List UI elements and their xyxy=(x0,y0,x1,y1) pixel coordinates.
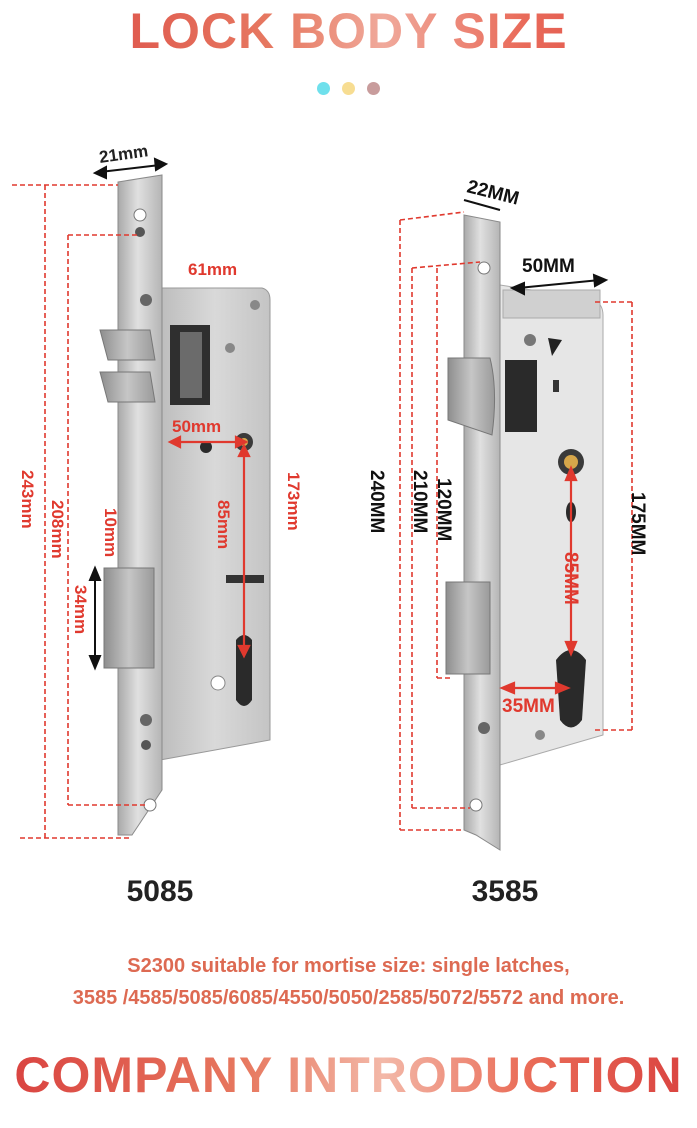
dot-mauve xyxy=(367,82,380,95)
label-173mm: 173mm xyxy=(284,472,303,531)
decorative-dots xyxy=(0,82,697,95)
label-85mm-right: 85MM xyxy=(560,552,581,605)
section-title-company: COMPANY INTRODUCTION xyxy=(0,1050,697,1100)
left-screw-icon xyxy=(135,227,145,237)
label-50mm-right: 50MM xyxy=(522,256,575,277)
right-cylinder-hole xyxy=(556,650,586,728)
right-mechanism-window xyxy=(505,360,537,432)
label-85mm-left: 85mm xyxy=(214,500,233,549)
left-latch xyxy=(99,329,156,403)
model-5085: 5085 xyxy=(126,875,194,908)
label-22mm: 22MM xyxy=(465,176,521,209)
label-21mm: 21mm xyxy=(98,141,149,167)
right-latch xyxy=(447,357,496,436)
label-175mm: 175MM xyxy=(627,492,648,555)
label-243mm: 243mm xyxy=(18,470,37,529)
label-50mm: 50mm xyxy=(172,417,221,436)
label-34mm: 34mm xyxy=(71,585,90,634)
left-screw-icon xyxy=(140,714,152,726)
dot-yellow xyxy=(342,82,355,95)
left-bottom-screw-hole xyxy=(143,798,157,812)
left-screw-icon xyxy=(141,740,151,750)
right-deadbolt xyxy=(445,581,491,675)
right-case-body xyxy=(499,284,604,766)
label-240mm: 240MM xyxy=(366,470,387,533)
model-3585: 3585 xyxy=(471,875,539,908)
dot-cyan xyxy=(317,82,330,95)
label-120mm: 120MM xyxy=(433,478,454,541)
caption-line-2: 3585 /4585/5085/6085/4550/5050/2585/5072… xyxy=(72,987,625,1009)
left-deadbolt xyxy=(103,567,155,669)
label-61mm: 61mm xyxy=(188,260,237,279)
left-faceplate xyxy=(117,174,163,836)
label-208mm: 208mm xyxy=(48,500,67,559)
left-top-screw-hole xyxy=(133,208,147,222)
label-35mm: 35MM xyxy=(502,696,555,717)
label-210mm: 210MM xyxy=(409,470,430,533)
caption-line-1: S2300 suitable for mortise size: single … xyxy=(127,955,570,977)
label-10mm: 10mm xyxy=(101,508,120,557)
left-screw-icon xyxy=(140,294,152,306)
right-faceplate xyxy=(463,214,501,851)
left-cylinder-hole xyxy=(236,635,252,706)
page-title: LOCK BODY SIZE xyxy=(0,6,697,56)
